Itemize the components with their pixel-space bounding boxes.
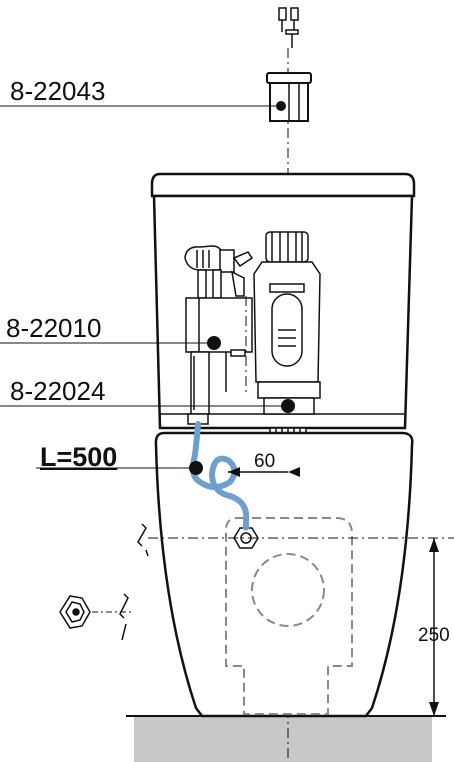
cistern-lid xyxy=(150,172,416,198)
angle-valve-icon xyxy=(59,595,91,629)
outlet-circle xyxy=(251,553,325,627)
break-symbol-upper xyxy=(137,523,149,557)
dim-60-arrow-right xyxy=(288,467,300,477)
dim-250-arrow-bottom xyxy=(429,702,439,716)
button-part xyxy=(266,72,312,122)
dim-60-arrow-left xyxy=(228,467,240,477)
part-label-8-22043: 8-22043 xyxy=(10,76,106,106)
dimension-60-label: 60 xyxy=(254,451,276,472)
fixing-screws xyxy=(278,7,299,48)
break-symbol-lower xyxy=(119,593,129,641)
floor-slab xyxy=(134,717,432,762)
dimension-250-label: 250 xyxy=(418,625,450,646)
part-label-8-22010: 8-22010 xyxy=(6,313,102,343)
flush-valve xyxy=(253,231,321,443)
dim-250-arrow-top xyxy=(429,538,439,552)
toilet-bowl xyxy=(154,431,414,718)
part-label-8-22024: 8-22024 xyxy=(10,376,106,406)
hose-length-label: L=500 xyxy=(40,442,118,472)
hidden-trap-outline xyxy=(225,517,353,715)
fill-valve xyxy=(184,245,254,425)
